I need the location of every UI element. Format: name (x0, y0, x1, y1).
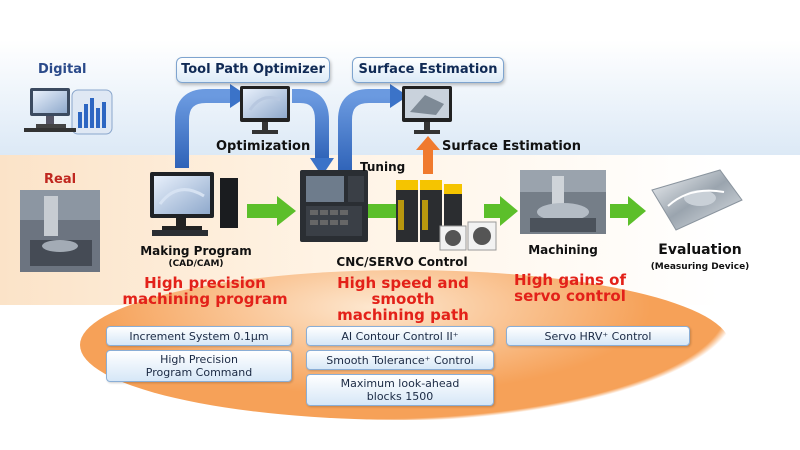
highlight-program-line-2: machining program (122, 290, 288, 308)
evaluation-label: Evaluation (658, 242, 742, 258)
making-program-sublabel: (CAD/CAM) (168, 259, 224, 269)
servo-motor-icon (439, 221, 497, 251)
feature-servo-hrv-control: Servo HRV⁺ Control (506, 326, 690, 346)
cnc-control-panel-icon (300, 170, 368, 242)
cnc-servo-label: CNC/SERVO Control (336, 255, 468, 269)
digital-workstation-icon (24, 88, 113, 135)
evaluation-part-icon (651, 169, 743, 231)
surface-estimation-label: Surface Estimation (442, 139, 581, 154)
feature-increment-system: Increment System 0.1μm (106, 326, 292, 346)
optimizer-monitor-icon (240, 86, 290, 134)
blue-arrowhead-surface (390, 84, 408, 108)
blue-arrowhead-cnc (310, 158, 334, 176)
servo-amplifier-icon (396, 180, 462, 242)
blue-arrowhead-optimizer (230, 84, 248, 108)
highlight-servo: High gains of servo control (500, 272, 640, 304)
feature-high-precision-command-line-1: High Precision (160, 353, 238, 366)
tuning-label: Tuning (360, 160, 406, 174)
machining-photo (520, 170, 606, 234)
making-program-computer-icon (150, 172, 238, 236)
feature-look-ahead-blocks-line-1: Maximum look-ahead (340, 377, 460, 390)
feature-look-ahead-blocks-line-2: blocks 1500 (366, 390, 434, 403)
green-arrow-4 (610, 196, 646, 226)
tool-path-optimizer-box: Tool Path Optimizer (176, 57, 330, 83)
digital-zone-label: Digital (38, 62, 87, 77)
optimization-label: Optimization (216, 139, 311, 154)
surface-monitor-icon (402, 86, 452, 134)
highlight-program: High precision machining program (110, 275, 300, 307)
feature-high-precision-command: High Precision Program Command (106, 350, 292, 382)
feature-ai-contour-control: AI Contour Control II⁺ (306, 326, 494, 346)
highlight-servo-line-1: High gains of (514, 271, 626, 289)
highlight-cnc-line-3: machining path (337, 306, 469, 324)
highlight-servo-line-2: servo control (514, 287, 626, 305)
highlight-program-line-1: High precision (144, 274, 266, 292)
blue-arrow-program-to-optimizer (175, 89, 232, 168)
feature-smooth-tolerance: Smooth Tolerance⁺ Control (306, 350, 494, 370)
highlight-cnc: High speed and smooth machining path (318, 275, 488, 323)
orange-arrowhead (416, 136, 440, 150)
feature-high-precision-command-line-2: Program Command (145, 366, 253, 379)
real-zone-label: Real (44, 172, 77, 187)
green-arrow-3 (484, 196, 518, 226)
highlight-cnc-line-1: High speed and (337, 274, 469, 292)
surface-estimation-box: Surface Estimation (352, 57, 504, 83)
highlight-cnc-line-2: smooth (371, 290, 435, 308)
machining-label: Machining (528, 243, 598, 257)
real-machine-photo (20, 190, 100, 272)
blue-arrow-cnc-to-surface (338, 89, 392, 172)
feature-look-ahead-blocks: Maximum look-ahead blocks 1500 (306, 374, 494, 406)
orange-arrow-shaft (423, 148, 433, 174)
making-program-label: Making Program (140, 244, 252, 258)
green-arrow-1 (247, 196, 296, 226)
evaluation-sublabel: (Measuring Device) (650, 262, 750, 272)
blue-arrow-optimizer-to-cnc (292, 89, 329, 160)
